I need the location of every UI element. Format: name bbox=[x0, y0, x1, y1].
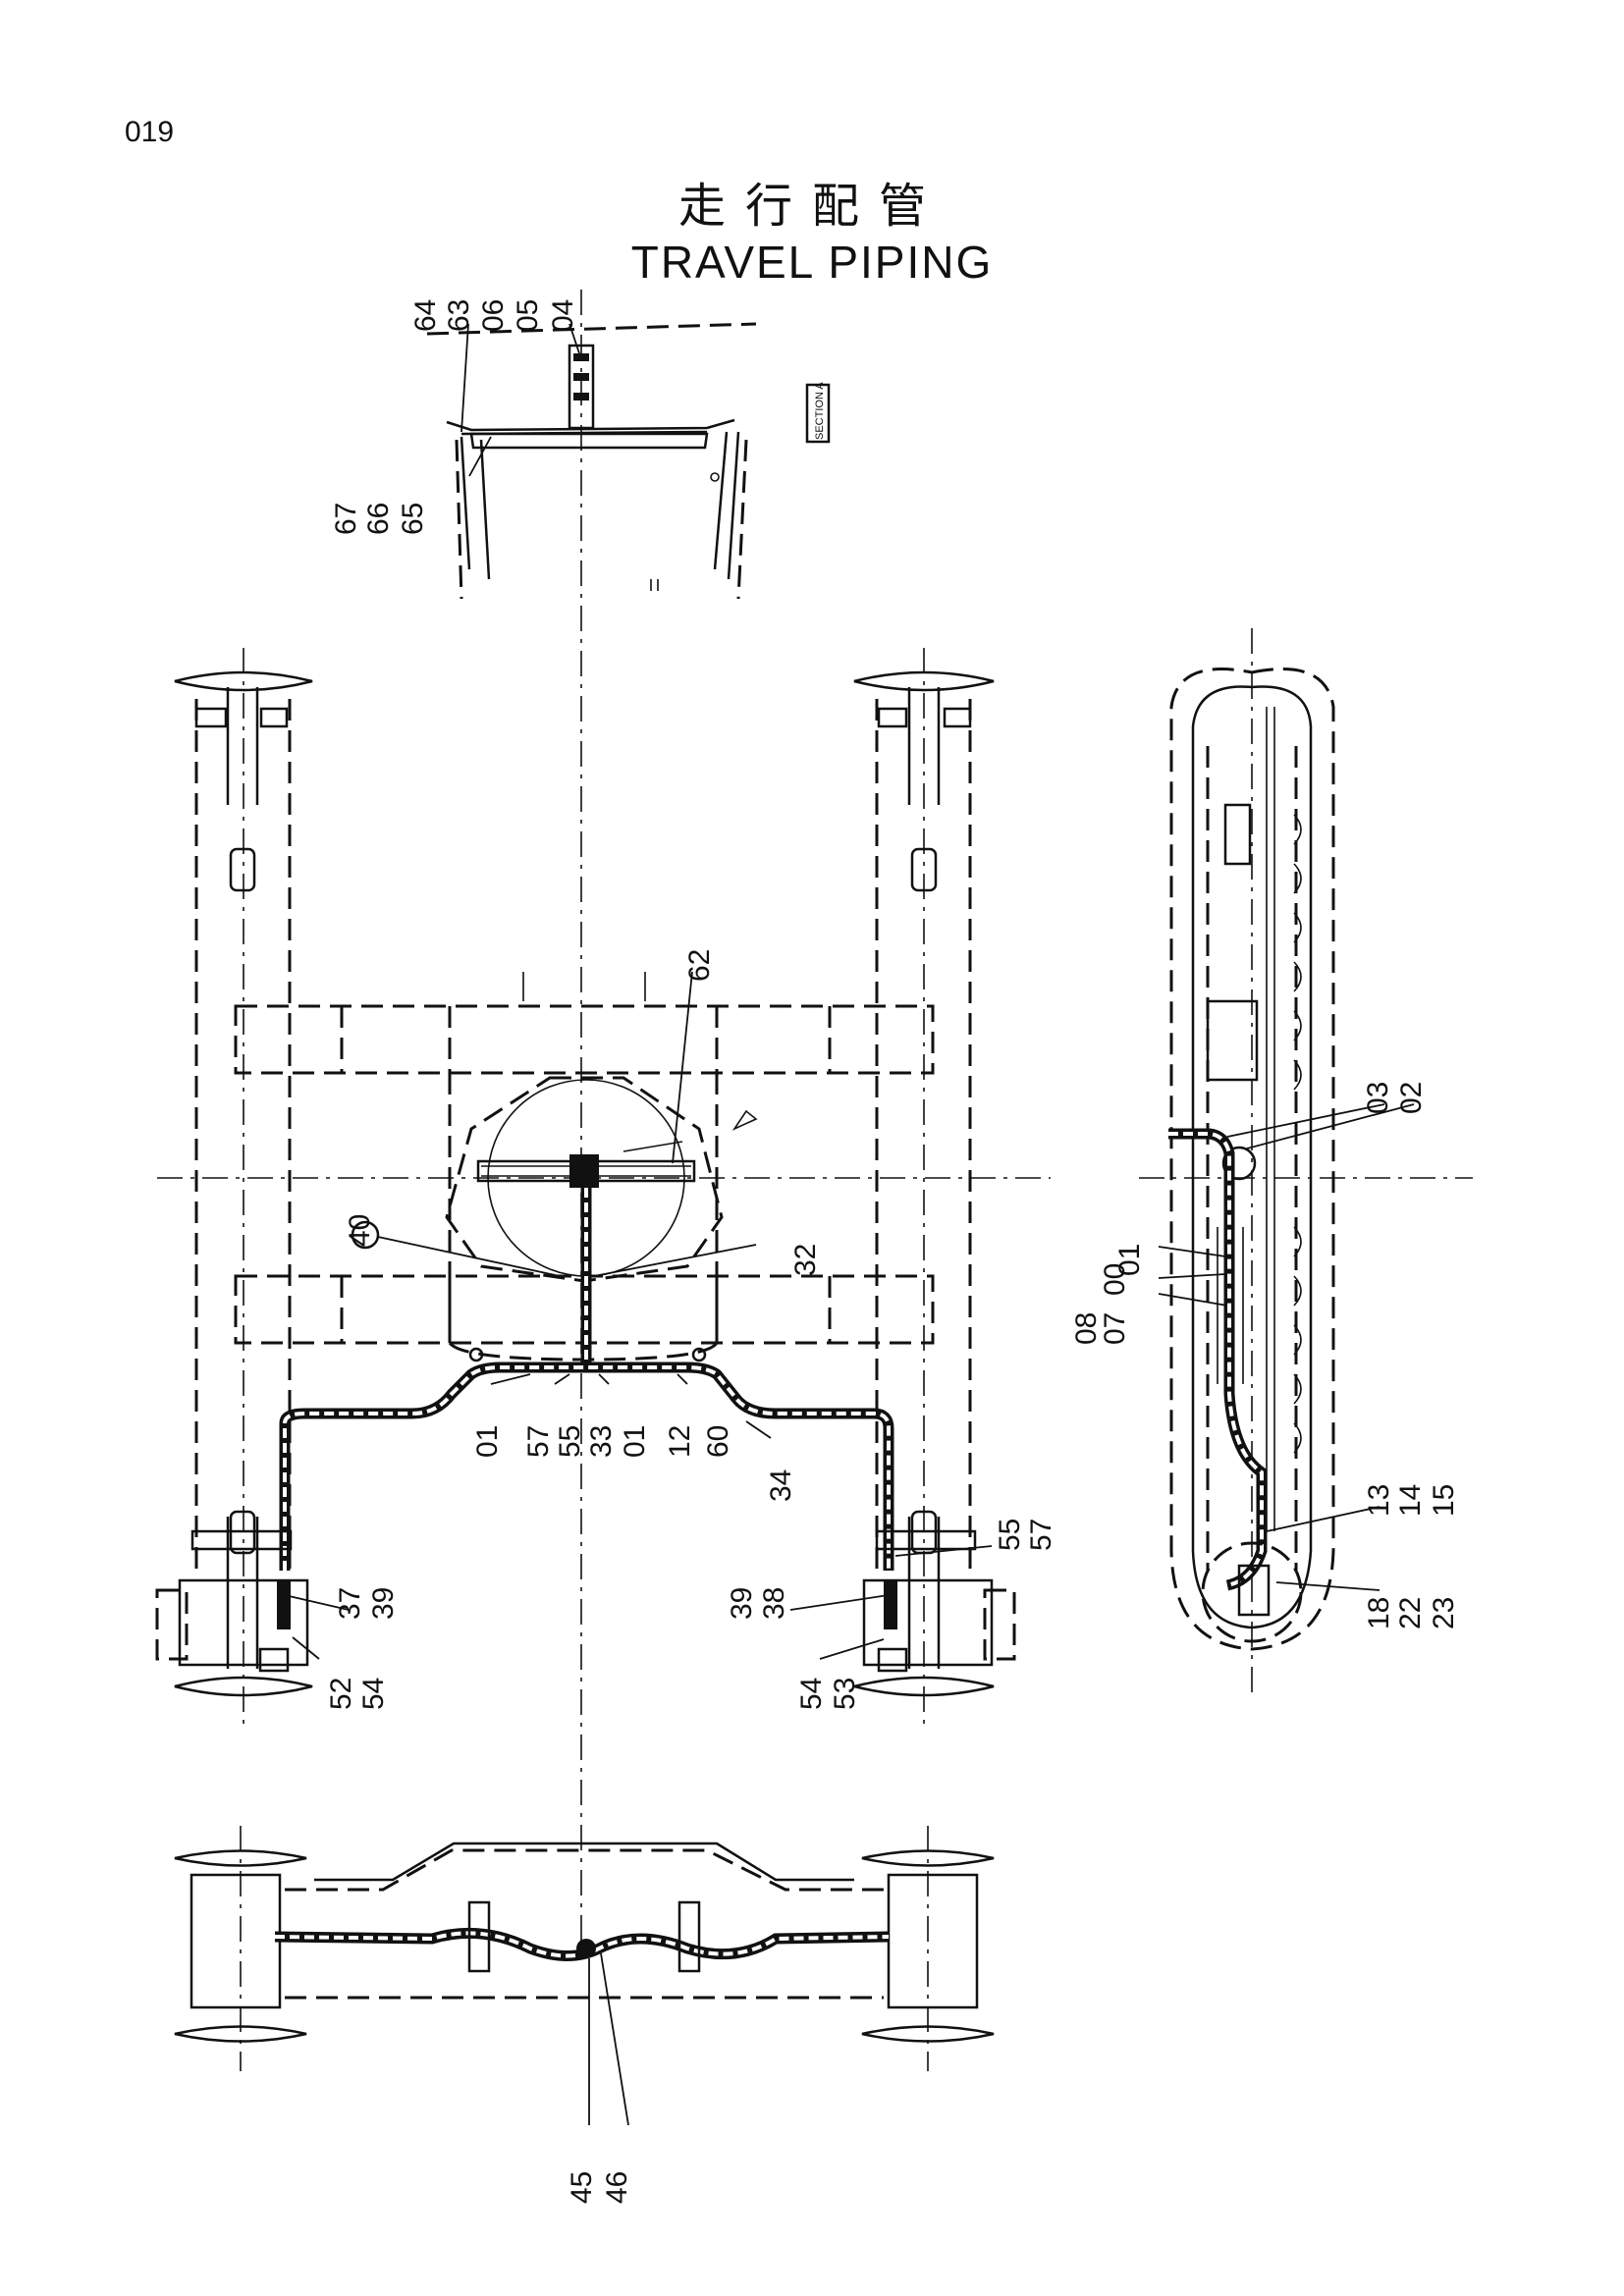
callout-c07: 07 bbox=[1099, 1312, 1131, 1345]
callout-c63: 63 bbox=[443, 299, 475, 332]
callout-c40: 40 bbox=[344, 1214, 376, 1247]
section-mark-box bbox=[805, 383, 831, 444]
side-view bbox=[1139, 628, 1473, 1693]
callout-c05: 05 bbox=[512, 299, 544, 332]
callout-c01a: 01 bbox=[471, 1425, 504, 1458]
callout-c00: 00 bbox=[1099, 1263, 1131, 1296]
callout-c52: 52 bbox=[325, 1678, 357, 1710]
callout-c66: 66 bbox=[362, 503, 395, 535]
callout-c55b: 55 bbox=[994, 1519, 1026, 1551]
callout-c15: 15 bbox=[1428, 1484, 1460, 1517]
callout-c39b: 39 bbox=[726, 1587, 758, 1620]
callout-c45: 45 bbox=[566, 2171, 598, 2204]
callout-c64: 64 bbox=[409, 299, 442, 332]
callout-c67: 67 bbox=[330, 503, 362, 535]
callout-c06: 06 bbox=[477, 299, 510, 332]
callout-c18: 18 bbox=[1363, 1597, 1395, 1629]
callout-c23: 23 bbox=[1428, 1597, 1460, 1629]
callout-c54b: 54 bbox=[795, 1678, 828, 1710]
callout-c55a: 55 bbox=[554, 1425, 586, 1458]
callout-c03: 03 bbox=[1362, 1082, 1394, 1114]
title-english: TRAVEL PIPING bbox=[630, 237, 994, 288]
callout-c57a: 57 bbox=[522, 1425, 555, 1458]
callout-c65: 65 bbox=[397, 503, 429, 535]
callout-c04: 04 bbox=[547, 299, 579, 332]
callout-c32: 32 bbox=[789, 1244, 822, 1276]
callout-c60: 60 bbox=[702, 1425, 734, 1458]
main-plan-view bbox=[155, 648, 1051, 1728]
callout-c57b: 57 bbox=[1025, 1519, 1057, 1551]
top-detail-view: SECTION A bbox=[426, 290, 831, 1944]
callout-c22: 22 bbox=[1394, 1597, 1427, 1629]
callout-c53: 53 bbox=[829, 1678, 861, 1710]
section-mark: SECTION A bbox=[814, 382, 826, 440]
callout-c54a: 54 bbox=[357, 1678, 390, 1710]
callout-c08: 08 bbox=[1070, 1312, 1103, 1345]
callout-c01c: 01 bbox=[1113, 1244, 1146, 1276]
callout-c38: 38 bbox=[758, 1587, 790, 1620]
callout-c12: 12 bbox=[664, 1425, 696, 1458]
bottom-front-view bbox=[174, 1826, 995, 2071]
callout-c14: 14 bbox=[1394, 1484, 1427, 1517]
callout-c46: 46 bbox=[601, 2171, 633, 2204]
callout-c01b: 01 bbox=[619, 1425, 651, 1458]
callout-c62: 62 bbox=[683, 949, 716, 982]
callout-c34: 34 bbox=[765, 1469, 797, 1502]
callout-c39a: 39 bbox=[367, 1587, 400, 1620]
callout-c33: 33 bbox=[585, 1425, 618, 1458]
title-chinese: 走行配管 bbox=[677, 179, 946, 234]
page-number: 019 bbox=[125, 116, 175, 148]
callout-c37: 37 bbox=[334, 1587, 366, 1620]
callout-c13: 13 bbox=[1363, 1484, 1395, 1517]
callout-c02: 02 bbox=[1395, 1082, 1428, 1114]
leader-lines bbox=[284, 323, 1415, 2126]
